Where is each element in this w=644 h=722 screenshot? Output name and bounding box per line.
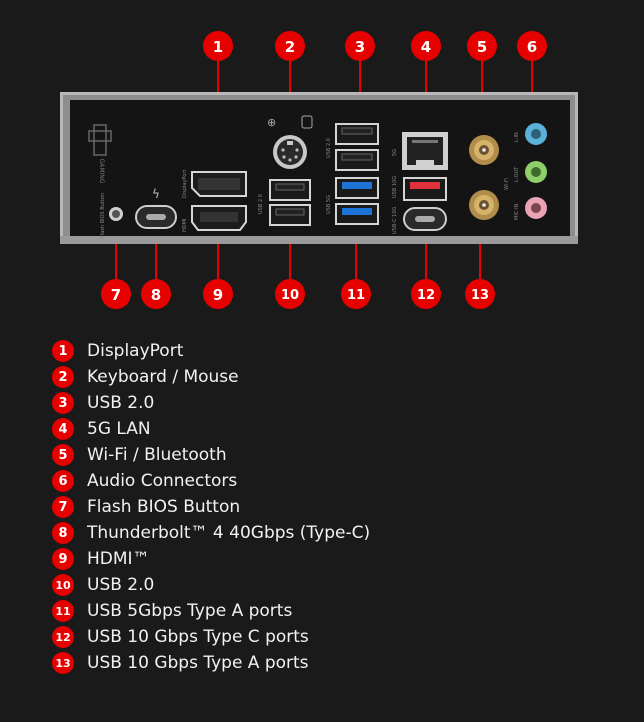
legend-number: 5 xyxy=(52,444,74,466)
legend-label: USB 2.0 xyxy=(87,575,155,595)
legend-label: USB 5Gbps Type A ports xyxy=(87,601,293,621)
usb20-ports-upper[interactable]: USB 2.0 xyxy=(326,123,379,171)
svg-text:8: 8 xyxy=(151,286,161,304)
callout-8: 8 xyxy=(141,279,171,309)
legend-label: DisplayPort xyxy=(87,341,184,361)
legend-item: 1 DisplayPort xyxy=(52,338,370,364)
thunderbolt-icon: ϟ xyxy=(152,187,160,201)
wifi-label: Wi-Fi xyxy=(504,178,510,190)
legend-number: 8 xyxy=(52,522,74,544)
legend-item: 3 USB 2.0 xyxy=(52,390,370,416)
legend-item: 13 USB 10 Gbps Type A ports xyxy=(52,650,370,676)
legend-number: 3 xyxy=(52,392,74,414)
svg-text:5: 5 xyxy=(477,38,487,56)
usbc-label: USB-C 10G xyxy=(392,206,398,234)
line-in-label: L-IN xyxy=(514,132,520,142)
callout-6: 6 xyxy=(517,31,547,61)
svg-text:13: 13 xyxy=(471,288,489,303)
lan-port[interactable]: 5G xyxy=(392,132,448,170)
legend-item: 8 Thunderbolt™ 4 40Gbps (Type-C) xyxy=(52,520,370,546)
callout-11: 11 xyxy=(341,279,371,309)
legend-number: 9 xyxy=(52,548,74,570)
callout-10: 10 xyxy=(275,279,305,309)
legend-number: 2 xyxy=(52,366,74,388)
callout-4: 4 xyxy=(411,31,441,61)
line-out-label: L-OUT xyxy=(514,166,520,182)
ps2-port[interactable] xyxy=(273,135,307,169)
legend-item: 7 Flash BIOS Button xyxy=(52,494,370,520)
displayport-label: DisplayPort xyxy=(182,170,188,198)
callout-7: 7 xyxy=(101,279,131,309)
svg-text:9: 9 xyxy=(213,286,223,304)
legend-label: 5G LAN xyxy=(87,419,151,439)
callout-3: 3 xyxy=(345,31,375,61)
mic-in-label: MIC-IN xyxy=(514,203,520,220)
io-panel-diagram: GAMING Flash BIOS Button ϟ DisplayPort H… xyxy=(60,31,578,309)
legend-label: Audio Connectors xyxy=(87,471,238,491)
svg-text:7: 7 xyxy=(111,286,121,304)
usb20-ports-lower[interactable]: USB 2.0 xyxy=(258,179,311,226)
usb10g-label: USB 10G xyxy=(392,176,398,198)
legend-item: 11 USB 5Gbps Type A ports xyxy=(52,598,370,624)
usb10g-port[interactable]: USB 10G xyxy=(392,176,447,201)
legend-item: 4 5G LAN xyxy=(52,416,370,442)
legend-label: USB 10 Gbps Type A ports xyxy=(87,653,309,673)
legend-item: 9 HDMI™ xyxy=(52,546,370,572)
displayport-port[interactable]: DisplayPort xyxy=(182,170,247,198)
callout-12: 12 xyxy=(411,279,441,309)
panel-gaming-text: GAMING xyxy=(98,159,105,184)
usb20-label-upper: USB 2.0 xyxy=(326,138,332,158)
legend-number: 6 xyxy=(52,470,74,492)
callout-2: 2 xyxy=(275,31,305,61)
callout-9: 9 xyxy=(203,279,233,309)
legend-label: USB 2.0 xyxy=(87,393,155,413)
legend-label: Flash BIOS Button xyxy=(87,497,241,517)
legend-item: 10 USB 2.0 xyxy=(52,572,370,598)
usb20-label-lower: USB 2.0 xyxy=(258,194,264,214)
legend-item: 12 USB 10 Gbps Type C ports xyxy=(52,624,370,650)
svg-text:4: 4 xyxy=(421,38,431,56)
legend-item: 6 Audio Connectors xyxy=(52,468,370,494)
legend-number: 4 xyxy=(52,418,74,440)
legend-label: Wi-Fi / Bluetooth xyxy=(87,445,227,465)
audio-jacks[interactable]: L-IN L-OUT MIC-IN xyxy=(514,123,547,220)
flash-bios-label: Flash BIOS Button xyxy=(100,193,106,238)
legend-number: 12 xyxy=(52,626,74,648)
legend-number: 11 xyxy=(52,600,74,622)
svg-text:12: 12 xyxy=(417,288,435,303)
legend-label: USB 10 Gbps Type C ports xyxy=(87,627,309,647)
legend-number: 10 xyxy=(52,574,74,596)
svg-text:2: 2 xyxy=(285,38,295,56)
mouse-icon: ⊕ xyxy=(267,116,276,129)
svg-text:10: 10 xyxy=(281,288,299,303)
usb5g-ports[interactable]: USB 5G xyxy=(326,177,379,225)
usb5g-label: USB 5G xyxy=(326,195,332,214)
keyboard-icon xyxy=(301,115,313,129)
thunderbolt-port[interactable]: ϟ xyxy=(135,187,177,229)
legend-label: Thunderbolt™ 4 40Gbps (Type-C) xyxy=(87,523,371,543)
callout-badges: 1 2 3 4 5 6 7 8 9 10 11 12 13 xyxy=(101,31,547,309)
legend-number: 13 xyxy=(52,652,74,674)
legend-number: 7 xyxy=(52,496,74,518)
callout-1: 1 xyxy=(203,31,233,61)
hdmi-label: HDMI xyxy=(182,219,188,232)
hdmi-port[interactable]: HDMI xyxy=(182,205,247,232)
svg-text:1: 1 xyxy=(213,38,223,56)
svg-text:3: 3 xyxy=(355,38,365,56)
flash-bios-button[interactable]: Flash BIOS Button xyxy=(100,193,123,238)
legend-item: 2 Keyboard / Mouse xyxy=(52,364,370,390)
legend-label: HDMI™ xyxy=(87,549,150,569)
usbc-port[interactable]: USB-C 10G xyxy=(392,206,447,234)
legend-label: Keyboard / Mouse xyxy=(87,367,239,387)
svg-text:6: 6 xyxy=(527,38,537,56)
lan-label: 5G xyxy=(392,149,398,156)
legend-number: 1 xyxy=(52,340,74,362)
svg-text:11: 11 xyxy=(347,288,365,303)
gaming-logo-icon: GAMING xyxy=(88,124,112,184)
callout-5: 5 xyxy=(467,31,497,61)
legend-item: 5 Wi-Fi / Bluetooth xyxy=(52,442,370,468)
callout-13: 13 xyxy=(465,279,495,309)
wifi-antenna-connectors[interactable]: Wi-Fi xyxy=(469,135,510,220)
